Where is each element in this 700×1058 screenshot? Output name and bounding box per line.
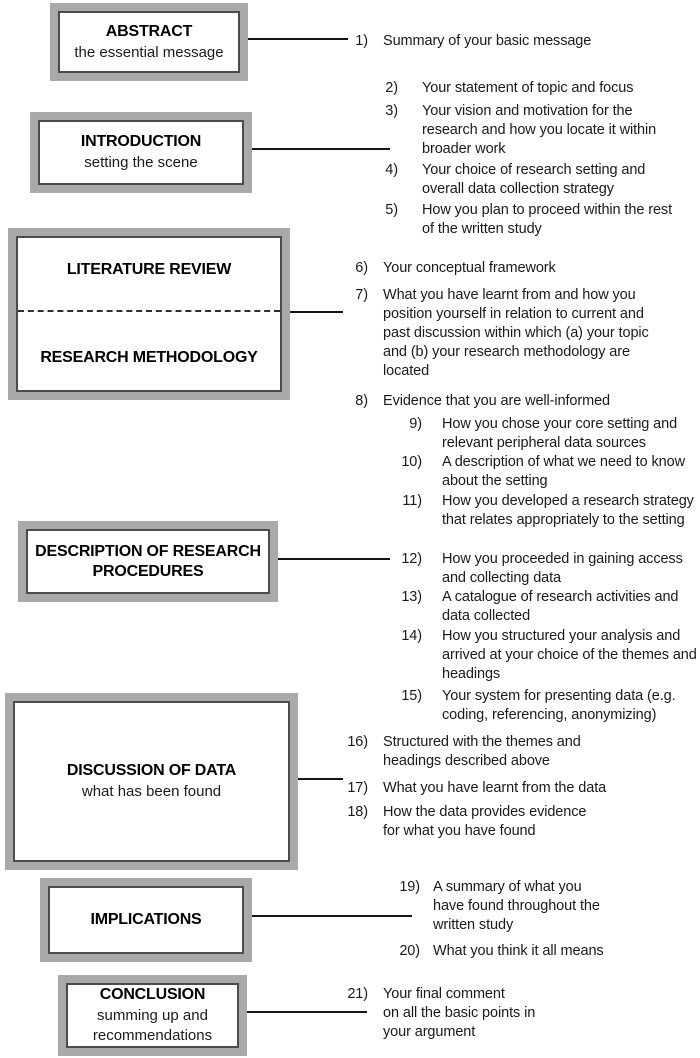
item-6-text: Your conceptual framework: [383, 260, 556, 276]
list-item-19: 19) A summary of what you have found thro…: [394, 878, 600, 935]
item-11-text: How you developed a research strategy th…: [442, 493, 694, 528]
item-16-number: 16): [347, 734, 368, 750]
item-14-number: 14): [401, 628, 422, 644]
list-item-20: 20) What you think it all means: [394, 942, 604, 961]
box-abstract-title: ABSTRACT: [105, 22, 193, 40]
item-9-number: 9): [409, 416, 422, 432]
item-18-number: 18): [347, 804, 368, 820]
item-1-text: Summary of your basic message: [383, 33, 592, 49]
item-12-text: How you proceeded in gaining access and …: [442, 551, 683, 586]
list-item-1: 1) Summary of your basic message: [340, 32, 591, 51]
list-item-3: 3) Your vision and motivation for the res…: [376, 102, 656, 159]
item-10-text: A description of what we need to know ab…: [442, 454, 685, 489]
item-16-text: Structured with the themes and headings …: [383, 734, 581, 769]
item-8-number: 8): [355, 393, 368, 409]
item-17-number: 17): [347, 780, 368, 796]
item-21-text: Your final comment on all the basic poin…: [383, 986, 536, 1040]
item-13-text: A catalogue of research activities and d…: [442, 589, 679, 624]
box-conclusion-title: CONCLUSION: [99, 986, 206, 1003]
list-item-6: 6) Your conceptual framework: [340, 259, 556, 278]
item-19-number: 19): [399, 879, 420, 895]
item-4-text: Your choice of research setting and over…: [422, 162, 646, 197]
box-literature-methodology-inner: LITERATURE REVIEW RESEARCH METHODOLOGY: [16, 236, 282, 392]
item-3-number: 3): [385, 103, 398, 119]
box-implications-inner: IMPLICATIONS: [48, 886, 244, 954]
item-5-number: 5): [385, 202, 398, 218]
item-2-text: Your statement of topic and focus: [422, 80, 634, 96]
box-discussion-of-data-subtitle: what has been found: [81, 783, 222, 800]
box-description-procedures-title: DESCRIPTION OF RESEARCH PROCEDURES: [35, 542, 261, 580]
item-15-number: 15): [401, 688, 422, 704]
list-item-17: 17) What you have learnt from the data: [340, 779, 606, 798]
item-18-text: How the data provides evidence for what …: [383, 804, 587, 839]
box-abstract-subtitle: the essential message: [74, 43, 224, 61]
connector-abstract: [248, 38, 348, 40]
dashed-divider: [18, 310, 280, 312]
list-item-4: 4) Your choice of research setting and ov…: [376, 161, 645, 199]
item-3-text: Your vision and motivation for the resea…: [422, 103, 657, 157]
item-11-number: 11): [402, 493, 422, 509]
item-2-number: 2): [385, 80, 398, 96]
box-implications: IMPLICATIONS: [40, 878, 252, 962]
item-20-text: What you think it all means: [433, 943, 604, 959]
list-item-10: 10) A description of what we need to know…: [396, 453, 685, 491]
box-discussion-of-data-title: DISCUSSION OF DATA: [66, 762, 237, 779]
connector-discussion-of-data: [298, 778, 343, 780]
research-methodology-title: RESEARCH METHODOLOGY: [40, 349, 258, 366]
box-introduction: INTRODUCTION setting the scene: [30, 112, 252, 193]
item-14-text: How you structured your analysis and arr…: [442, 628, 697, 682]
list-item-14: 14) How you structured your analysis and …: [396, 627, 697, 684]
box-discussion-of-data: DISCUSSION OF DATA what has been found: [5, 693, 298, 870]
item-7-number: 7): [355, 287, 368, 303]
item-1-number: 1): [355, 33, 368, 49]
box-description-procedures: DESCRIPTION OF RESEARCH PROCEDURES: [18, 521, 278, 602]
box-introduction-subtitle: setting the scene: [84, 154, 198, 171]
item-20-number: 20): [399, 943, 420, 959]
box-abstract: ABSTRACT the essential message: [50, 3, 248, 81]
item-10-number: 10): [401, 454, 422, 470]
list-item-2: 2) Your statement of topic and focus: [376, 79, 633, 98]
box-introduction-title: INTRODUCTION: [80, 133, 202, 150]
box-conclusion-subtitle: summing up and recommendations: [92, 1007, 213, 1044]
connector-implications: [252, 915, 412, 917]
literature-review-title: LITERATURE REVIEW: [66, 261, 232, 278]
item-12-number: 12): [401, 551, 422, 567]
item-9-text: How you chose your core setting and rele…: [442, 416, 678, 451]
box-abstract-inner: ABSTRACT the essential message: [58, 11, 240, 73]
item-4-number: 4): [385, 162, 398, 178]
list-item-9: 9) How you chose your core setting and re…: [396, 415, 677, 453]
list-item-15: 15) Your system for presenting data (e.g.…: [396, 687, 676, 725]
box-description-procedures-inner: DESCRIPTION OF RESEARCH PROCEDURES: [26, 529, 270, 594]
item-7-text: What you have learnt from and how you po…: [383, 287, 649, 379]
box-literature-methodology: LITERATURE REVIEW RESEARCH METHODOLOGY: [8, 228, 290, 400]
list-item-8: 8) Evidence that you are well-informed: [340, 392, 610, 411]
item-13-number: 13): [401, 589, 422, 605]
box-discussion-of-data-inner: DISCUSSION OF DATA what has been found: [13, 701, 290, 862]
list-item-16: 16) Structured with the themes and headin…: [340, 733, 581, 771]
item-17-text: What you have learnt from the data: [383, 780, 607, 796]
list-item-21: 21) Your final comment on all the basic p…: [340, 985, 535, 1042]
list-item-12: 12) How you proceeded in gaining access a…: [396, 550, 683, 588]
literature-review-section: LITERATURE REVIEW: [18, 238, 280, 314]
connector-introduction: [252, 148, 390, 150]
item-6-number: 6): [355, 260, 368, 276]
connector-description-procedures: [278, 558, 390, 560]
list-item-18: 18) How the data provides evidence for wh…: [340, 803, 586, 841]
list-item-13: 13) A catalogue of research activities an…: [396, 588, 678, 626]
list-item-7: 7) What you have learnt from and how you …: [340, 286, 649, 381]
list-item-11: 11) How you developed a research strategy…: [396, 492, 694, 530]
box-implications-title: IMPLICATIONS: [90, 911, 202, 928]
connector-literature-methodology: [290, 311, 343, 313]
list-item-5: 5) How you plan to proceed within the res…: [376, 201, 672, 239]
item-8-text: Evidence that you are well-informed: [383, 393, 611, 409]
item-15-text: Your system for presenting data (e.g. co…: [442, 688, 676, 723]
item-19-text: A summary of what you have found through…: [433, 879, 600, 933]
item-5-text: How you plan to proceed within the rest …: [422, 202, 672, 237]
item-21-number: 21): [347, 986, 368, 1002]
research-methodology-section: RESEARCH METHODOLOGY: [18, 314, 280, 390]
box-conclusion-inner: CONCLUSION summing up and recommendation…: [66, 983, 239, 1048]
box-introduction-inner: INTRODUCTION setting the scene: [38, 120, 244, 185]
box-conclusion: CONCLUSION summing up and recommendation…: [58, 975, 247, 1056]
connector-conclusion: [247, 1011, 367, 1013]
